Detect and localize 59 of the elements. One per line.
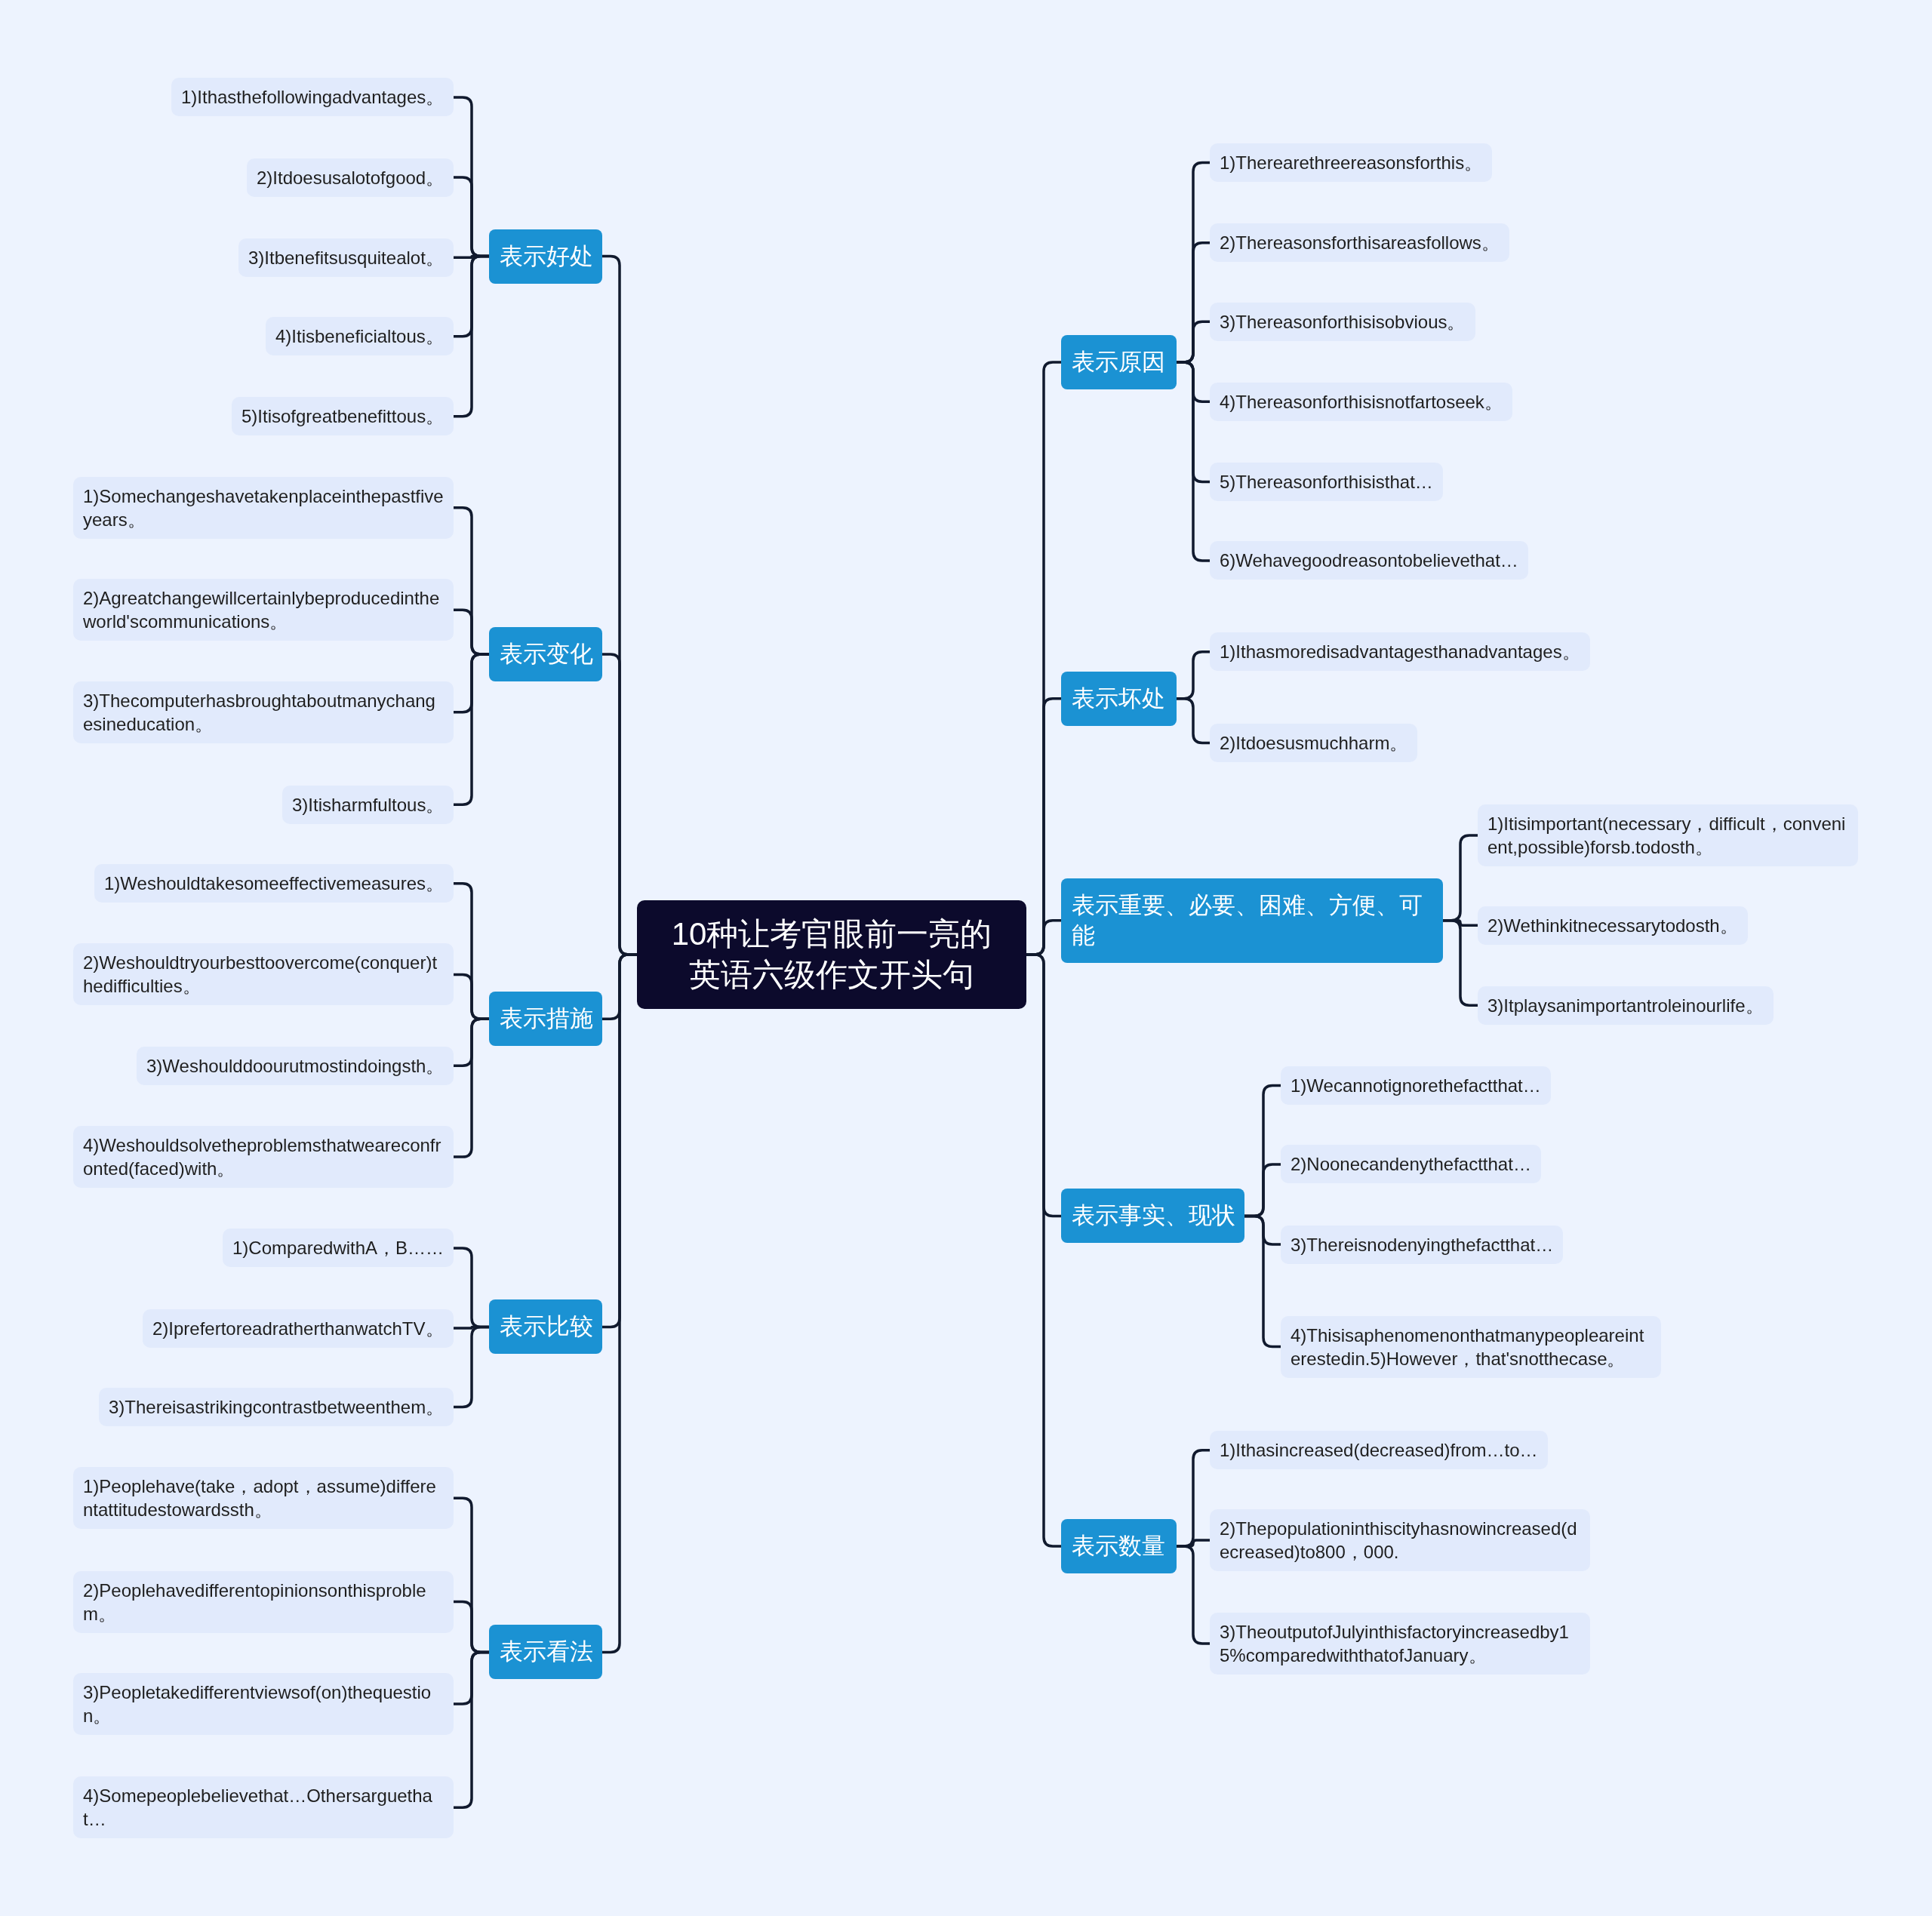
sentence-box: 2)Peoplehavedifferentopinionsonthisproblem。	[73, 1570, 454, 1633]
sentence-box: 3)Thecomputerhasbroughtaboutmanychangesineducation。	[73, 681, 454, 743]
connector-line	[1177, 361, 1210, 562]
sentence-box: 4)Weshouldsolvetheproblemsthatweareconfronted(faced)with。	[73, 1126, 454, 1189]
connector-line	[1244, 1214, 1281, 1349]
branch-topic-box: 表示坏处	[1061, 671, 1177, 726]
sentence-box: 4)Thisisaphenomenonthatmanypeopleareinterestedin.5)However，that'snotthecase。	[1281, 1315, 1661, 1378]
sentence-box: 2)IprefertoreadratherthanwatchTV。	[143, 1309, 454, 1348]
branch-topic-box: 表示看法	[489, 1625, 602, 1680]
sentence-box: 1)Wecannotignorethefactthat…	[1281, 1066, 1551, 1105]
sentence-box: 1)Itisimportant(necessary，difficult，convenient,possible)forsb.todosth。	[1478, 804, 1858, 866]
sentence-box: 2)Thereasonsforthisareasfollows。	[1210, 223, 1509, 263]
sentence-box: 3)Itbenefitsusquitealot。	[238, 238, 454, 277]
sentence-box: 2)Weshouldtryourbesttoovercome(conquer)thedifficulties。	[73, 943, 454, 1006]
connector-line	[454, 1650, 489, 1809]
connector-line	[454, 254, 489, 418]
branch-topic-box: 表示措施	[489, 992, 602, 1047]
sentence-box: 3)TheoutputofJulyinthisfactoryincreasedby15%comparedwiththatofJanuary。	[1210, 1613, 1590, 1675]
sentence-box: 5)Thereasonforthisisthat…	[1210, 462, 1443, 501]
connector-line	[1177, 1545, 1210, 1645]
sentence-box: 2)Itdoesusalotofgood。	[247, 158, 454, 197]
branch-topic-box: 表示原因	[1061, 335, 1177, 389]
sentence-box: 4)Somepeoplebelievethat…Othersarguethat…	[73, 1776, 454, 1839]
sentence-box: 3)Thereasonforthisisobvious。	[1210, 302, 1475, 341]
sentence-box: 1)Weshouldtakesomeeffectivemeasures。	[94, 864, 454, 903]
connector-line	[454, 1017, 489, 1158]
sentence-box: 5)Itisofgreatbenefittous。	[232, 397, 454, 436]
branch-topic-box: 表示重要、必要、困难、方便、可能	[1061, 878, 1443, 963]
sentence-box: 2)Itdoesusmuchharm。	[1210, 724, 1418, 762]
sentence-box: 2)Noonecandenythefactthat…	[1281, 1145, 1541, 1184]
branch-topic-box: 表示事实、现状	[1061, 1189, 1244, 1244]
sentence-box: 1)Ithasthefollowingadvantages。	[171, 78, 454, 117]
sentence-box: 3)Thereisnodenyingthefactthat…	[1281, 1225, 1564, 1264]
connector-line	[454, 1325, 489, 1409]
sentence-box: 3)Peopletakedifferentviewsof(on)thequestion。	[73, 1673, 454, 1735]
sentence-box: 6)Wehavegoodreasontobelievethat…	[1210, 541, 1528, 580]
sentence-box: 2)Thepopulationinthiscityhasnowincreased(decreased)to800，000.	[1210, 1509, 1590, 1571]
sentence-box: 2)Wethinkitnecessarytodosth。	[1478, 906, 1748, 945]
branch-topic-box: 表示变化	[489, 626, 602, 681]
sentence-box: 3)Itplaysanimportantroleinourlife。	[1478, 986, 1774, 1025]
connector-line	[1177, 697, 1210, 745]
connector-line	[1443, 918, 1478, 1007]
branch-topic-box: 表示数量	[1061, 1519, 1177, 1574]
sentence-box: 4)Thereasonforthisisnotfartoseek。	[1210, 382, 1512, 421]
sentence-box: 1)ComparedwithA，B……	[223, 1229, 454, 1268]
sentence-box: 3)Thereisastrikingcontrastbetweenthem。	[99, 1388, 454, 1427]
sentence-box: 1)Peoplehave(take，adopt，assume)differentattitudestowardssth。	[73, 1467, 454, 1530]
branch-topic-box: 表示好处	[489, 229, 602, 284]
root-topic-box: 10种让考官眼前一亮的英语六级作文开头句	[637, 900, 1026, 1009]
sentence-box: 1)Somechangeshavetakenplaceinthepastfiveyears。	[73, 476, 454, 539]
sentence-box: 3)Itisharmfultous。	[282, 785, 454, 824]
sentence-box: 1)Ithasincreased(decreased)from…to…	[1210, 1431, 1548, 1470]
sentence-box: 4)Itisbeneficialtous。	[266, 317, 454, 356]
sentence-box: 1)Ithasmoredisadvantagesthanadvantages。	[1210, 632, 1590, 672]
connector-line	[454, 653, 489, 806]
sentence-box: 3)Weshoulddoourutmostindoingsth。	[137, 1046, 454, 1085]
sentence-box: 1)Therearethreereasonsforthis。	[1210, 143, 1493, 182]
sentence-box: 2)Agreatchangewillcertainlybeproducedintheworld'scommunications。	[73, 579, 454, 641]
branch-topic-box: 表示比较	[489, 1299, 602, 1355]
